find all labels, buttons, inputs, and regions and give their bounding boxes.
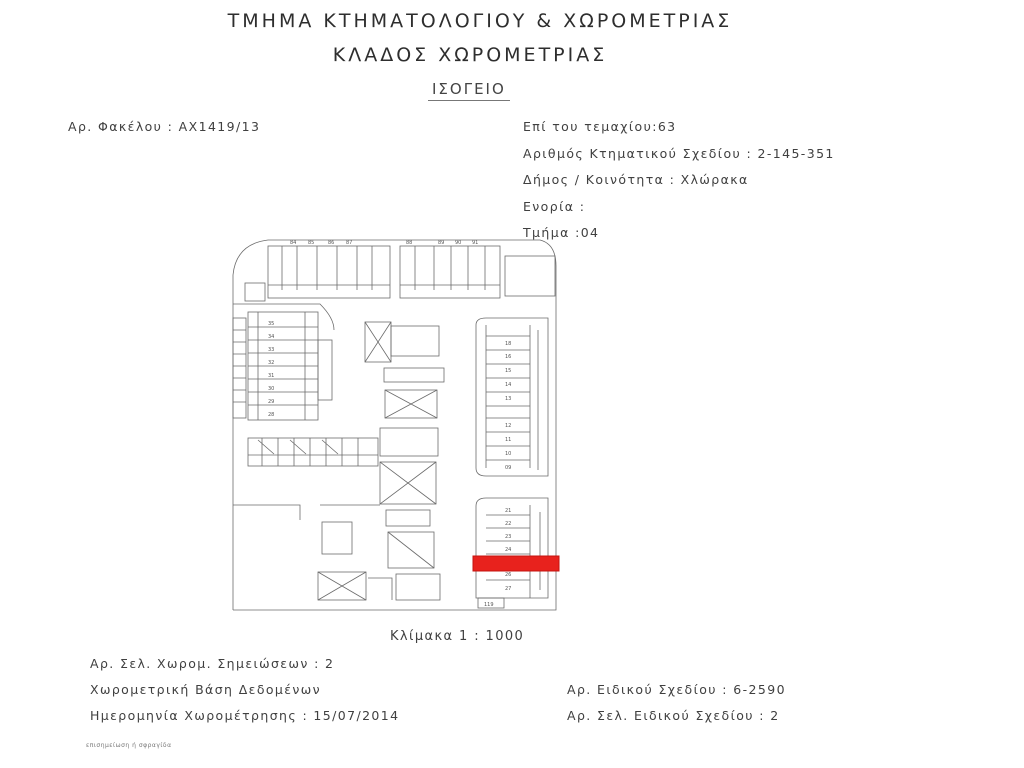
- section: Τμήμα :04: [523, 225, 600, 240]
- unit-label: 18: [505, 341, 511, 347]
- unit-label: 34: [268, 334, 274, 340]
- unit-label: 91: [472, 240, 478, 246]
- unit-label: 21: [505, 508, 511, 514]
- unit-label: 26: [505, 572, 511, 578]
- unit-label: 23: [505, 534, 511, 540]
- unit-label: 32: [268, 360, 274, 366]
- unit-label: 31: [268, 373, 274, 379]
- highlighted-unit: [472, 555, 560, 572]
- parcel-number: Επί του τεμαχίου:63: [523, 119, 677, 134]
- unit-label: 13: [505, 396, 511, 402]
- unit-label: 87: [346, 240, 352, 246]
- municipality: Δήμος / Κοινότητα : Χλώρακα: [523, 172, 749, 187]
- branch-title: ΚΛΑΔΟΣ ΧΩΡΟΜΕΤΡΙΑΣ: [332, 44, 608, 66]
- plan-outline: [232, 239, 557, 611]
- department-title: ΤΜΗΜΑ ΚΤΗΜΑΤΟΛΟΓΙΟΥ & ΧΩΡΟΜΕΤΡΙΑΣ: [227, 10, 733, 32]
- unit-label: 14: [505, 382, 511, 388]
- unit-label: 12: [505, 423, 511, 429]
- parish: Ενορία :: [523, 199, 586, 214]
- sheet-number: Αριθμός Κτηματικού Σχεδίου : 2-145-351: [523, 146, 835, 161]
- special-plan: Αρ. Ειδικού Σχεδίου : 6-2590: [567, 682, 786, 697]
- fine-print: επισημείωση ή σφραγίδα: [86, 742, 172, 749]
- unit-label: 09: [505, 465, 511, 471]
- unit-label: 84: [290, 240, 296, 246]
- unit-label: 33: [268, 347, 274, 353]
- unit-label: 10: [505, 451, 511, 457]
- unit-label: 85: [308, 240, 314, 246]
- unit-label: 27: [505, 586, 511, 592]
- unit-label: 24: [505, 547, 511, 553]
- file-number: Αρ. Φακέλου : ΑΧ1419/13: [68, 119, 261, 134]
- survey-date: Ημερομηνία Χωρομέτρησης : 15/07/2014: [90, 708, 400, 723]
- notes-page: Αρ. Σελ. Χωρομ. Σημειώσεων : 2: [90, 656, 335, 671]
- unit-label: 89: [438, 240, 444, 246]
- unit-label: 16: [505, 354, 511, 360]
- unit-label: 28: [268, 412, 274, 418]
- unit-label: 90: [455, 240, 461, 246]
- unit-label: 22: [505, 521, 511, 527]
- unit-label: 29: [268, 399, 274, 405]
- unit-label: 88: [406, 240, 412, 246]
- database-label: Χωρομετρική Βάση Δεδομένων: [90, 682, 322, 697]
- floor-title: ΙΣΟΓΕΙΟ: [428, 80, 510, 101]
- unit-label: 119: [484, 602, 494, 608]
- scale-label: Κλίμακα 1 : 1000: [390, 629, 525, 644]
- unit-label: 11: [505, 437, 511, 443]
- unit-label: 35: [268, 321, 274, 327]
- unit-label: 30: [268, 386, 274, 392]
- unit-label: 15: [505, 368, 511, 374]
- unit-label: 86: [328, 240, 334, 246]
- special-plan-page: Αρ. Σελ. Ειδικού Σχεδίου : 2: [567, 708, 780, 723]
